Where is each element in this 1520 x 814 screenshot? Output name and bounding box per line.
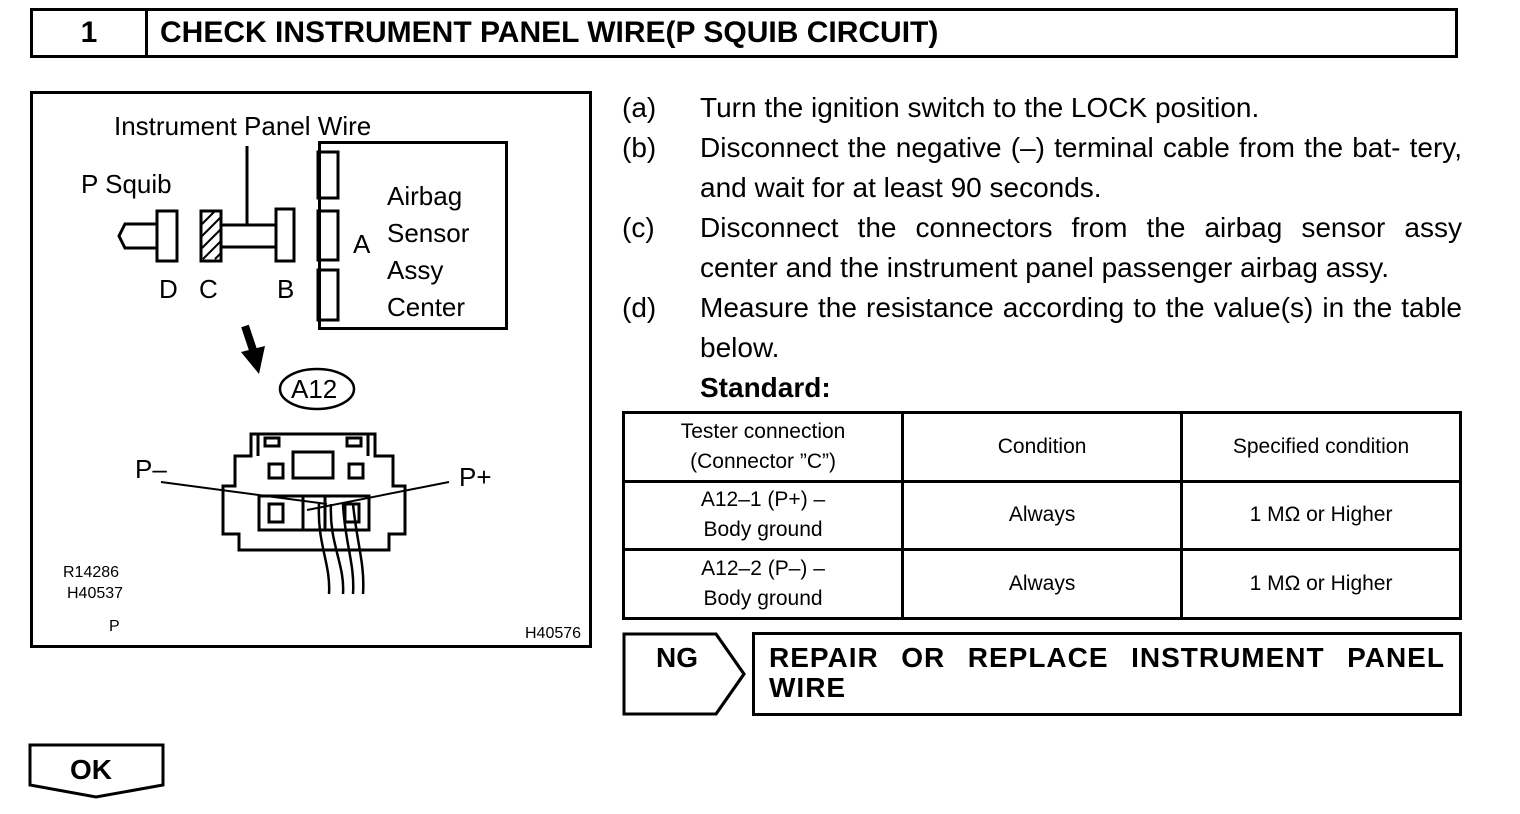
figure-code-label: H40576 xyxy=(525,625,582,642)
header-line: Tester connection xyxy=(680,419,846,443)
code-label: H40537 xyxy=(67,585,124,602)
cell-specified: 1 MΩ or Higher xyxy=(1180,548,1462,620)
table-row: A12–2 (P–) – Body ground Always 1 MΩ or … xyxy=(621,548,1462,620)
airbag-sensor-line: Airbag xyxy=(387,181,463,211)
connector-id-ellipse xyxy=(278,367,356,411)
p-squib-plug xyxy=(117,222,157,250)
ng-action-line: WIRE xyxy=(769,672,847,703)
step-label: (a) xyxy=(622,92,657,123)
label-a: A xyxy=(353,229,371,259)
connector-d xyxy=(155,209,179,263)
connector-c xyxy=(199,209,223,263)
cell-line: A12–1 (P+) – xyxy=(700,488,826,512)
cell-connection: A12–2 (P–) – Body ground xyxy=(621,548,905,620)
cell-line: A12–2 (P–) – xyxy=(701,557,825,581)
procedure-steps: (a) Turn the ignition switch to the LOCK… xyxy=(622,88,1462,408)
step-item: (a) Turn the ignition switch to the LOCK… xyxy=(622,88,1462,128)
airbag-sensor-line: Center xyxy=(387,292,466,322)
label-b: B xyxy=(277,274,295,304)
step-item: (b) Disconnect the negative (–) terminal… xyxy=(622,128,1462,208)
airbag-sensor-label: Airbag Sensor Assy Center xyxy=(387,178,469,326)
wire-body xyxy=(219,223,278,249)
ok-arrow-box xyxy=(28,743,165,799)
step-label: (d) xyxy=(622,292,657,323)
connector-wires xyxy=(317,503,365,595)
ng-action-box: REPAIR OR REPLACE INSTRUMENT PANEL WIRE xyxy=(752,632,1462,716)
step-text: Disconnect the connectors from the airba… xyxy=(700,212,1462,283)
step-label: (b) xyxy=(622,132,657,163)
header-tester-connection: Tester connection (Connector ”C”) xyxy=(621,411,905,483)
airbag-sensor-line: Sensor xyxy=(387,218,470,248)
connector-a12-face xyxy=(221,432,407,552)
standard-label: Standard: xyxy=(700,372,831,403)
diagram-drawing xyxy=(117,146,450,595)
header-line: (Connector ”C”) xyxy=(690,449,836,473)
cell-condition: Always xyxy=(901,548,1184,620)
airbag-sensor-line: Assy xyxy=(387,255,444,285)
connector-id-label: A12 xyxy=(291,374,338,404)
cell-connection: A12–1 (P+) – Body ground xyxy=(621,479,905,552)
ng-action-word: REPLACE xyxy=(967,642,1109,673)
ng-action-line: REPAIR OR REPLACE INSTRUMENT PANEL xyxy=(769,643,1445,673)
step-text: Turn the ignition switch to the LOCK pos… xyxy=(700,92,1260,123)
code-p-label: P xyxy=(109,618,120,635)
step-title: CHECK INSTRUMENT PANEL WIRE(P SQUIB CIRC… xyxy=(160,16,939,49)
ng-action-word: REPAIR xyxy=(769,642,879,673)
step-number: 1 xyxy=(33,11,148,55)
standard-table: Tester connection (Connector ”C”) Condit… xyxy=(621,411,1462,620)
label-c: C xyxy=(199,274,218,304)
step-text: Measure the resistance according to the … xyxy=(700,292,1462,363)
cell-line: Body ground xyxy=(703,518,823,542)
cell-condition: Always xyxy=(901,479,1184,552)
ng-label: NG xyxy=(656,642,698,673)
code-label: R14286 xyxy=(63,564,120,581)
ng-arrow-box xyxy=(622,632,746,716)
step-item: (c) Disconnect the connectors from the a… xyxy=(622,208,1462,288)
cell-specified: 1 MΩ or Higher xyxy=(1180,479,1462,552)
instrument-panel-wire-label: Instrument Panel Wire xyxy=(114,111,372,141)
table-row: A12–1 (P+) – Body ground Always 1 MΩ or … xyxy=(621,479,1462,552)
connector-b xyxy=(274,207,296,263)
p-plus-label: P+ xyxy=(459,462,492,492)
ng-action-word: INSTRUMENT xyxy=(1131,642,1325,673)
header-condition: Condition xyxy=(901,411,1184,483)
airbag-sensor-box xyxy=(318,141,508,330)
ng-action-word: OR xyxy=(901,642,946,673)
ok-label: OK xyxy=(70,754,112,785)
p-minus-label: P– xyxy=(135,454,167,484)
connector-diagram: Instrument Panel Wire P Squib Airbag Sen… xyxy=(30,91,592,648)
table-header-row: Tester connection (Connector ”C”) Condit… xyxy=(621,411,1462,483)
header-specified-condition: Specified condition xyxy=(1180,411,1462,483)
step-label: (c) xyxy=(622,212,655,243)
step-header: 1 CHECK INSTRUMENT PANEL WIRE(P SQUIB CI… xyxy=(30,8,1458,58)
step-item: (d) Measure the resistance according to … xyxy=(622,288,1462,368)
step-text: Disconnect the negative (–) terminal cab… xyxy=(700,132,1462,203)
p-squib-label: P Squib xyxy=(81,169,172,199)
cell-line: Body ground xyxy=(703,587,823,611)
arrow-down-icon xyxy=(241,324,265,374)
label-d: D xyxy=(159,274,178,304)
ng-action-word: PANEL xyxy=(1347,642,1445,673)
